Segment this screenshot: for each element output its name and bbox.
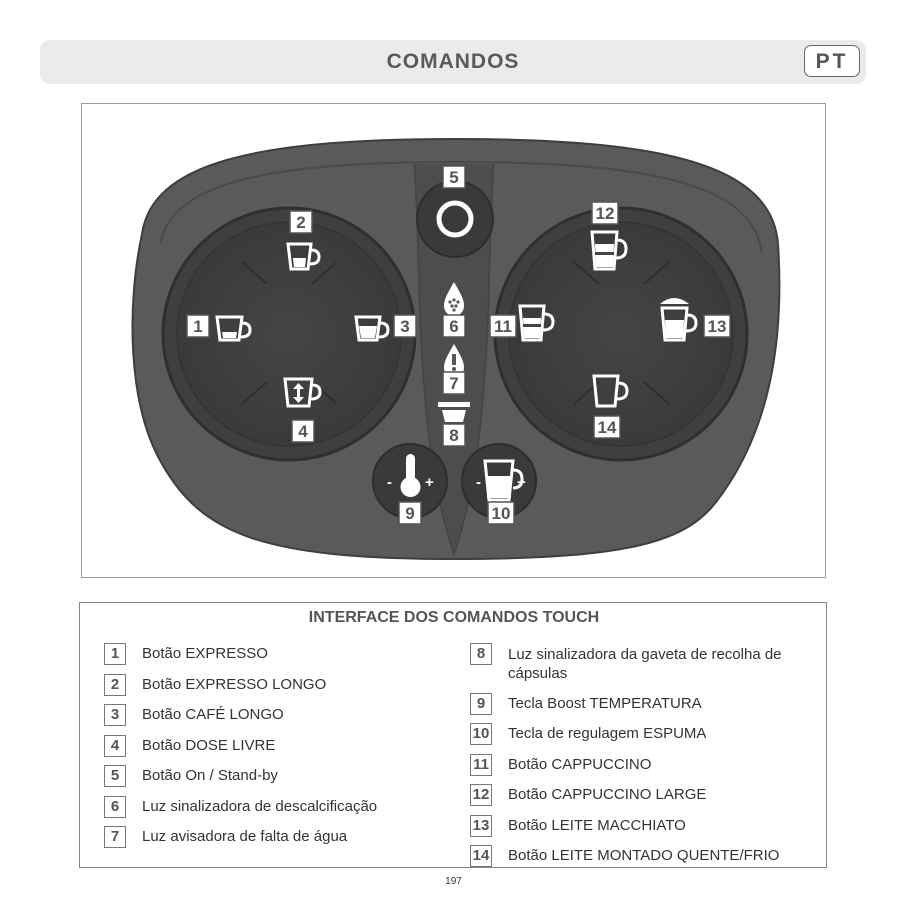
- legend-box: INTERFACE DOS COMANDOS TOUCH 1 Botão EXP…: [79, 602, 827, 868]
- legend-number: 12: [470, 784, 492, 806]
- legend-text: Botão CAPPUCCINO: [508, 756, 652, 773]
- header-bar: COMANDOS PT: [40, 40, 866, 84]
- page-title: COMANDOS: [386, 50, 520, 73]
- label-box-11: 11: [489, 314, 517, 338]
- svg-text:14: 14: [598, 418, 617, 437]
- espresso-cup-icon: [215, 315, 252, 342]
- milk-foam-cup-icon: [592, 374, 629, 408]
- label-box-10: 10: [487, 501, 515, 525]
- legend-text: Botão LEITE MONTADO QUENTE/FRIO: [508, 847, 780, 864]
- foam-cup-icon: [483, 459, 524, 502]
- thermometer-icon: [400, 454, 421, 497]
- legend-number: 6: [104, 796, 126, 818]
- legend-text: Botão EXPRESSO LONGO: [142, 676, 327, 693]
- free-dose-cup-icon: [283, 377, 322, 408]
- label-box-13: 13: [703, 314, 731, 338]
- legend-text: Tecla de regulagem ESPUMA: [508, 725, 707, 742]
- legend-number: 8: [470, 643, 492, 665]
- label-box-7: 7: [442, 371, 466, 395]
- svg-text:13: 13: [708, 317, 727, 336]
- free-dose-arrows-icon: [293, 383, 304, 403]
- legend-number: 11: [470, 754, 492, 776]
- cappuccino-cup-icon: [518, 304, 555, 342]
- label-box-4: 4: [291, 419, 315, 443]
- control-panel-illustration: - + - +: [131, 137, 781, 561]
- latte-macchiato-cup-icon: [660, 306, 698, 342]
- temp-minus-sign: -: [387, 474, 392, 491]
- svg-text:6: 6: [449, 317, 458, 336]
- svg-text:9: 9: [405, 504, 414, 523]
- svg-text:1: 1: [193, 317, 202, 336]
- svg-text:4: 4: [298, 422, 308, 441]
- legend-text: Botão EXPRESSO: [142, 645, 268, 662]
- diagram-number-labels: 1 2 3 4 5 6 7 8 9 10 11 12 13 14: [186, 165, 731, 525]
- svg-text:11: 11: [494, 317, 512, 336]
- svg-text:12: 12: [596, 204, 615, 223]
- cappuccino-large-cup-icon: [590, 230, 628, 271]
- temp-plus-sign: +: [425, 474, 434, 491]
- cafe-longo-cup-icon: [354, 315, 390, 342]
- svg-text:5: 5: [449, 168, 458, 187]
- label-box-12: 12: [591, 201, 619, 225]
- label-box-9: 9: [398, 501, 422, 525]
- legend-text: Botão CAFÉ LONGO: [142, 706, 284, 723]
- svg-text:2: 2: [296, 213, 305, 232]
- label-box-5: 5: [442, 165, 466, 189]
- legend-text: Botão On / Stand-by: [142, 767, 278, 784]
- legend-number: 3: [104, 704, 126, 726]
- capsule-drawer-icon: [438, 402, 470, 422]
- legend-text: Tecla Boost TEMPERATURA: [508, 695, 702, 712]
- label-box-8: 8: [442, 423, 466, 447]
- legend-text: Botão CAPPUCCINO LARGE: [508, 786, 707, 803]
- legend-text: Botão DOSE LIVRE: [142, 737, 276, 754]
- power-button: [416, 180, 494, 258]
- legend-number: 2: [104, 674, 126, 696]
- svg-text:3: 3: [400, 317, 409, 336]
- label-box-6: 6: [442, 314, 466, 338]
- foam-minus-sign: -: [476, 474, 481, 491]
- power-icon: [436, 200, 474, 238]
- svg-text:10: 10: [492, 504, 511, 523]
- label-box-14: 14: [593, 415, 621, 439]
- foam-plus-sign: +: [517, 474, 526, 491]
- label-box-3: 3: [393, 314, 417, 338]
- svg-text:8: 8: [449, 426, 458, 445]
- legend-number: 14: [470, 845, 492, 867]
- espresso-long-cup-icon: [286, 242, 321, 271]
- legend-number: 4: [104, 735, 126, 757]
- legend-text: Luz sinalizadora da gaveta de recolha de…: [508, 646, 782, 682]
- legend-text: Luz avisadora de falta de água: [142, 828, 348, 845]
- svg-text:7: 7: [449, 374, 458, 393]
- label-box-2: 2: [289, 210, 313, 234]
- legend-number: 10: [470, 723, 492, 745]
- language-badge: PT: [804, 45, 860, 77]
- control-panel-diagram: - + - +: [81, 103, 826, 578]
- legend-text: Luz sinalizadora de descalcificação: [142, 798, 378, 815]
- legend-number: 13: [470, 815, 492, 837]
- label-box-1: 1: [186, 314, 210, 338]
- legend-number: 1: [104, 643, 126, 665]
- legend-text: Botão LEITE MACCHIATO: [508, 817, 686, 834]
- legend-title: INTERFACE DOS COMANDOS TOUCH: [308, 609, 600, 626]
- legend-number: 5: [104, 765, 126, 787]
- legend-number: 7: [104, 826, 126, 848]
- page-number: 197: [445, 876, 462, 887]
- legend-number: 9: [470, 693, 492, 715]
